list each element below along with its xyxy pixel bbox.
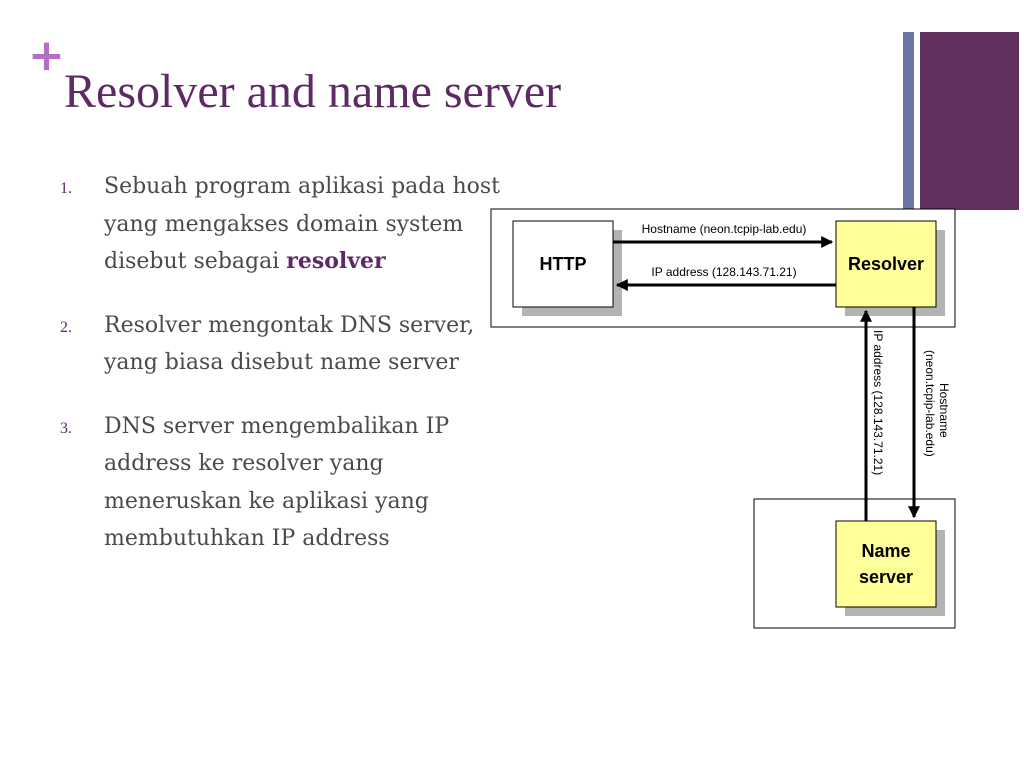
list-item: 1. Sebuah program aplikasi pada host yan… bbox=[60, 168, 500, 281]
arrow-hostname-label: Hostname (neon.tcpip-lab.edu) bbox=[642, 222, 807, 236]
bullet-list: 1. Sebuah program aplikasi pada host yan… bbox=[60, 168, 500, 584]
http-label: HTTP bbox=[540, 254, 587, 274]
nameserver-node bbox=[835, 520, 937, 608]
plus-sign-icon: + bbox=[28, 30, 65, 81]
decorative-bar-thick bbox=[920, 32, 1019, 210]
list-number: 1. bbox=[60, 180, 72, 197]
arrow-ip-label: IP address (128.143.71.21) bbox=[651, 265, 796, 279]
list-text: Resolver mengontak DNS server, yang bias… bbox=[104, 312, 475, 376]
list-number: 2. bbox=[60, 318, 72, 336]
list-item: 3. DNS server mengembalikan IP address k… bbox=[60, 408, 500, 558]
slide-title: Resolver and name server bbox=[64, 65, 562, 118]
list-text-plain: Sebuah program aplikasi pada host yang m… bbox=[104, 174, 501, 274]
vertical-ip-label: IP address (128.143.71.21) bbox=[871, 330, 885, 475]
decorative-bar-thin bbox=[903, 32, 914, 210]
nameserver-label-line1: Name bbox=[861, 541, 910, 561]
resolver-label: Resolver bbox=[848, 254, 924, 274]
nameserver-label-line2: server bbox=[859, 567, 913, 587]
vertical-hostname-label-line2: (neon.tcpip-lab.edu) bbox=[923, 350, 937, 457]
resolver-node bbox=[835, 220, 937, 308]
list-number: 3. bbox=[60, 419, 72, 437]
list-text-bold: resolver bbox=[286, 248, 386, 274]
list-item: 2. Resolver mengontak DNS server, yang b… bbox=[60, 307, 500, 382]
vertical-hostname-label-line1: Hostname bbox=[937, 383, 951, 438]
http-node bbox=[512, 220, 614, 308]
list-text: DNS server mengembalikan IP address ke r… bbox=[104, 413, 450, 552]
list-text: Sebuah program aplikasi pada host yang m… bbox=[104, 168, 500, 281]
